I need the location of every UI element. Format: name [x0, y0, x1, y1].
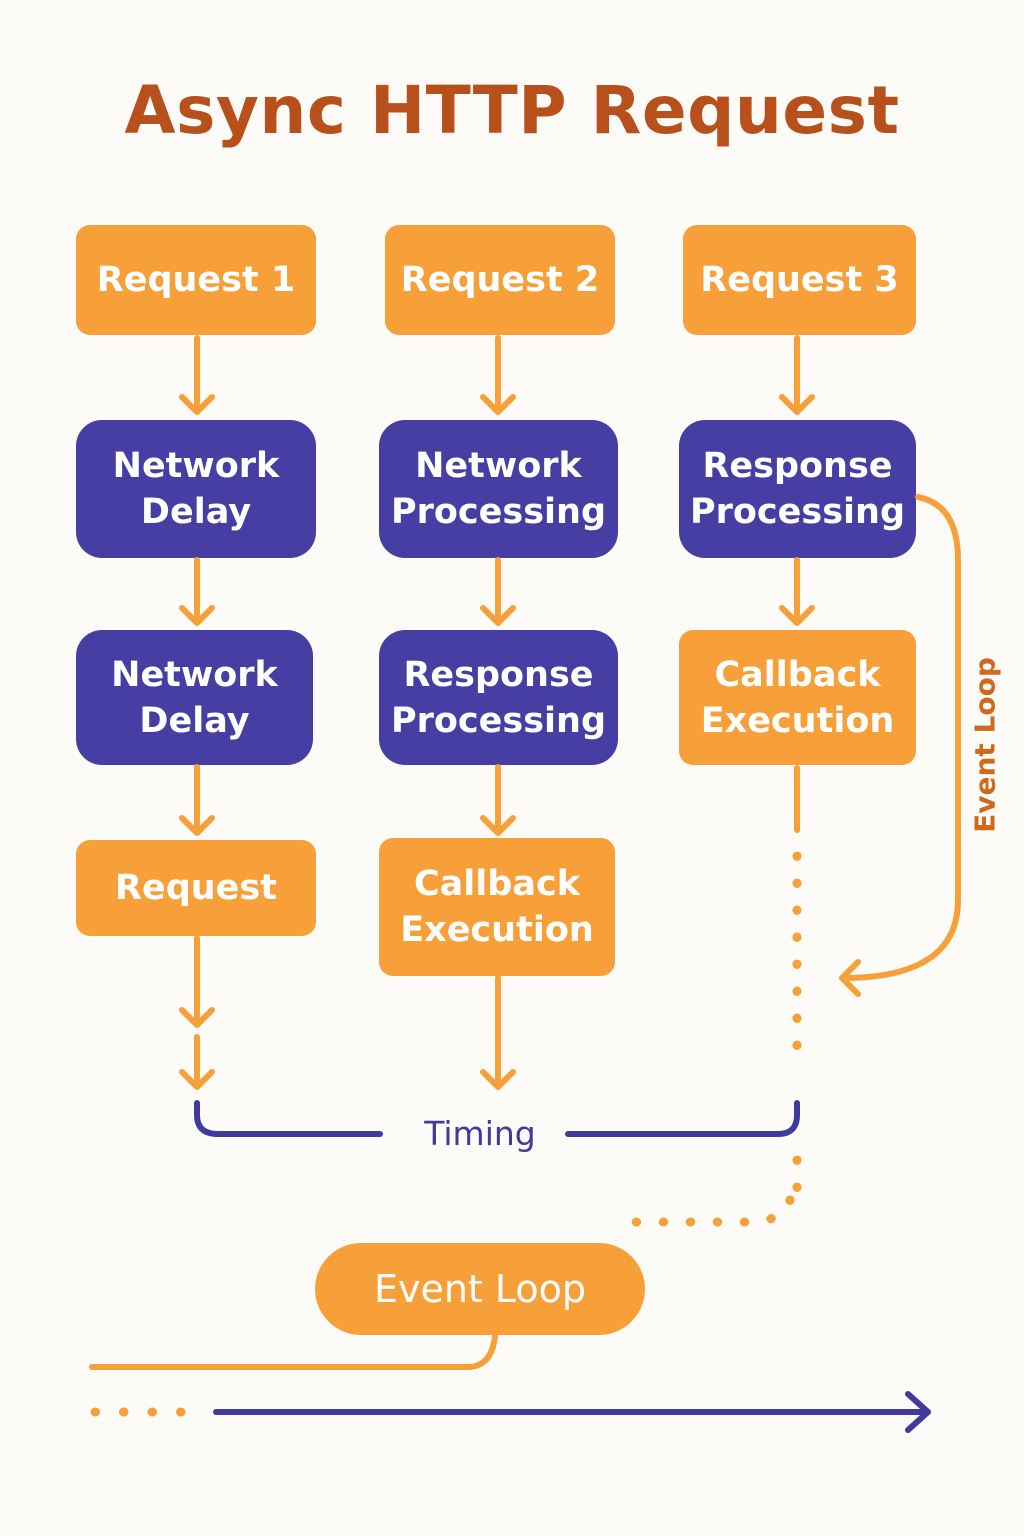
event-loop-side-curve — [840, 494, 961, 981]
arrow-c1-5 — [179, 1034, 215, 1090]
node-callback-execution-3: Callback Execution — [679, 630, 916, 765]
event-loop-pill: Event Loop — [315, 1243, 645, 1335]
arrow-c1-1 — [179, 335, 215, 415]
node-network-delay-1: Network Delay — [76, 420, 316, 558]
event-loop-side-label: Event Loop — [968, 657, 1002, 833]
node-request-3: Request 3 — [683, 225, 916, 335]
timing-label: Timing — [424, 1114, 536, 1153]
arrow-c3-2 — [779, 557, 815, 626]
node-request-1: Request 1 — [76, 225, 316, 335]
arrow-c1-3 — [179, 764, 215, 836]
diagram-title: Async HTTP Request — [124, 72, 900, 149]
arrow-c2-2 — [480, 557, 516, 626]
node-network-processing: Network Processing — [379, 420, 618, 558]
timeline-arrowhead — [905, 1391, 931, 1433]
node-callback-execution-2: Callback Execution — [379, 838, 615, 976]
event-loop-side-arrowhead — [839, 959, 861, 997]
timing-bracket-left — [194, 1100, 383, 1137]
arrow-c1-2 — [179, 557, 215, 626]
node-request: Request — [76, 840, 316, 936]
timing-bracket-right — [565, 1100, 800, 1137]
dotted-return — [607, 1195, 795, 1227]
arrow-c3-1 — [779, 335, 815, 415]
node-network-delay-2: Network Delay — [76, 630, 313, 765]
node-response-processing-3: Response Processing — [679, 420, 916, 558]
node-request-2: Request 2 — [385, 225, 615, 335]
arrow-c1-4 — [179, 935, 215, 1028]
arrow-c2-1 — [480, 335, 516, 415]
arrow-c2-4 — [480, 975, 516, 1090]
arrow-c2-3 — [480, 764, 516, 836]
event-loop-baseline — [89, 1333, 498, 1370]
node-response-processing-2: Response Processing — [379, 630, 618, 765]
